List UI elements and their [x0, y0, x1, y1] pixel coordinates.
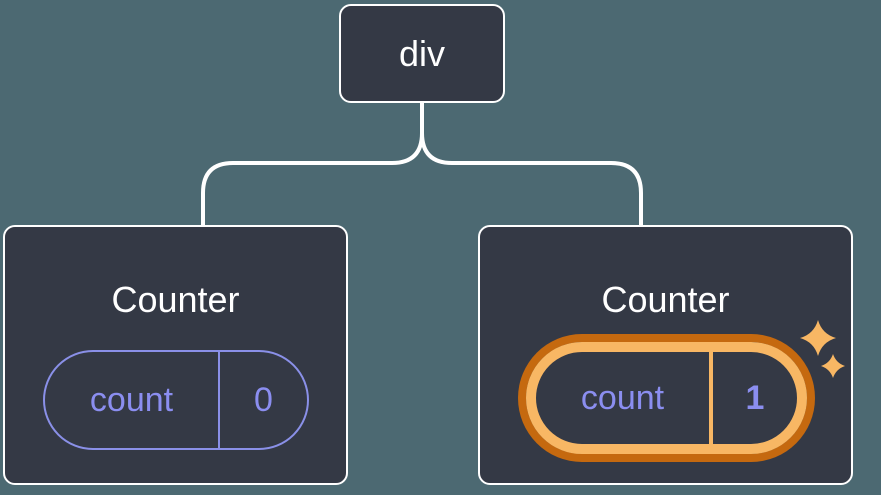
root-node-div: div [339, 4, 505, 103]
connector-right-branch [420, 131, 643, 228]
root-node-label: div [398, 32, 446, 74]
state-value: 0 [218, 352, 307, 448]
state-key: count [89, 380, 174, 419]
state-value: 1 [709, 352, 797, 444]
state-key: count [580, 378, 665, 417]
state-pill-highlighted: count 1 [526, 342, 807, 454]
connector-left-branch [201, 131, 424, 228]
state-pill: count 0 [43, 350, 309, 450]
counter-title: Counter [111, 279, 240, 320]
counter-card-left: Counter count 0 [3, 225, 348, 485]
counter-card-right: Counter count 1 [478, 225, 853, 485]
counter-title: Counter [601, 279, 730, 320]
